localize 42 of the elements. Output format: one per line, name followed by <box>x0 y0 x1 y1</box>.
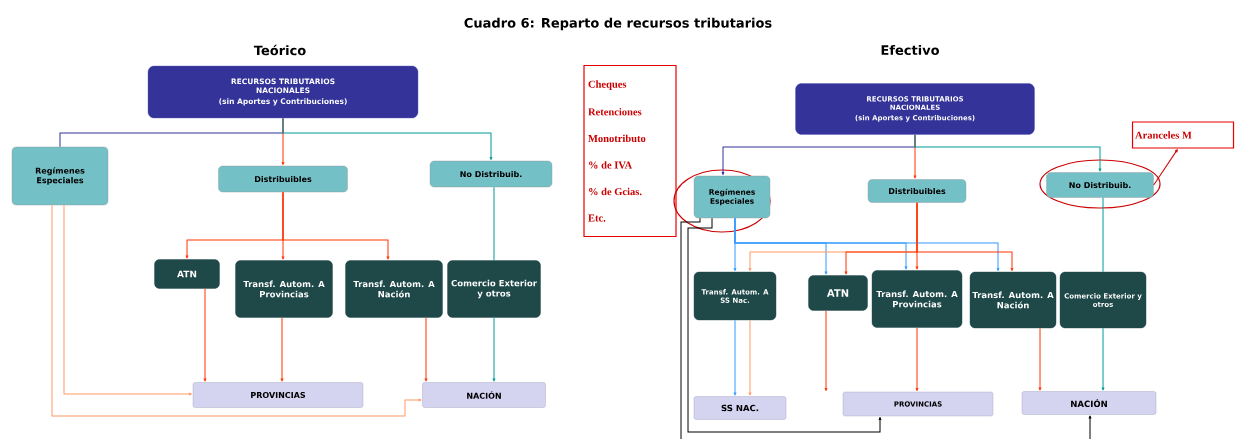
arrow <box>748 319 752 396</box>
destination-box: SS NAC. <box>693 396 787 420</box>
transfer-box: ATN <box>808 275 868 311</box>
arrow <box>63 204 193 396</box>
destination-box: NACIÓN <box>1021 391 1157 415</box>
arrow <box>687 217 882 433</box>
category-box: Regímenes Especiales <box>11 146 109 206</box>
note-box: Aranceles M <box>1131 121 1235 149</box>
arrow <box>424 317 428 382</box>
arrow <box>1153 149 1178 186</box>
arrow <box>734 217 1000 272</box>
arrow <box>733 319 737 396</box>
arrow <box>51 204 422 417</box>
arrow <box>1038 327 1042 391</box>
transfer-box: Transf. Autom. A Nación <box>345 260 443 318</box>
transfer-box: ATN <box>154 259 220 289</box>
category-box: Distribuibles <box>218 165 348 193</box>
category-box: Distribuibles <box>867 179 967 203</box>
destination-box: NACIÓN <box>422 382 546 408</box>
arrow <box>280 317 284 382</box>
arrow <box>282 191 390 260</box>
arrow <box>492 317 496 382</box>
note-box: Cheques Retenciones Monotributo % de IVA % de Gcias. Etc. <box>583 64 677 238</box>
arrow <box>914 134 1102 172</box>
transfer-box: Transf. Autom. A Nación <box>969 271 1057 329</box>
arrow <box>915 327 919 392</box>
arrow <box>1101 327 1105 391</box>
arrow <box>680 217 1092 439</box>
panel-heading: Efectivo <box>881 44 940 56</box>
category-box: No Distribuib. <box>429 160 553 188</box>
category-box: No Distribuib. <box>1046 172 1154 198</box>
destination-box: PROVINCIAS <box>192 382 364 408</box>
connector-line <box>493 186 495 261</box>
arrow <box>203 288 207 382</box>
title: Cuadro 6: Reparto de recursos tributarios <box>464 17 772 31</box>
transfer-box: Transf. Autom. A Provincias <box>871 270 963 328</box>
arrow <box>824 310 828 392</box>
connector-line <box>1102 197 1104 273</box>
transfer-box: Comercio Exterior y otros <box>447 260 541 318</box>
arrow <box>916 202 1014 272</box>
transfer-box: Transf. Autom. A Provincias <box>235 260 333 318</box>
arrow <box>282 117 493 161</box>
